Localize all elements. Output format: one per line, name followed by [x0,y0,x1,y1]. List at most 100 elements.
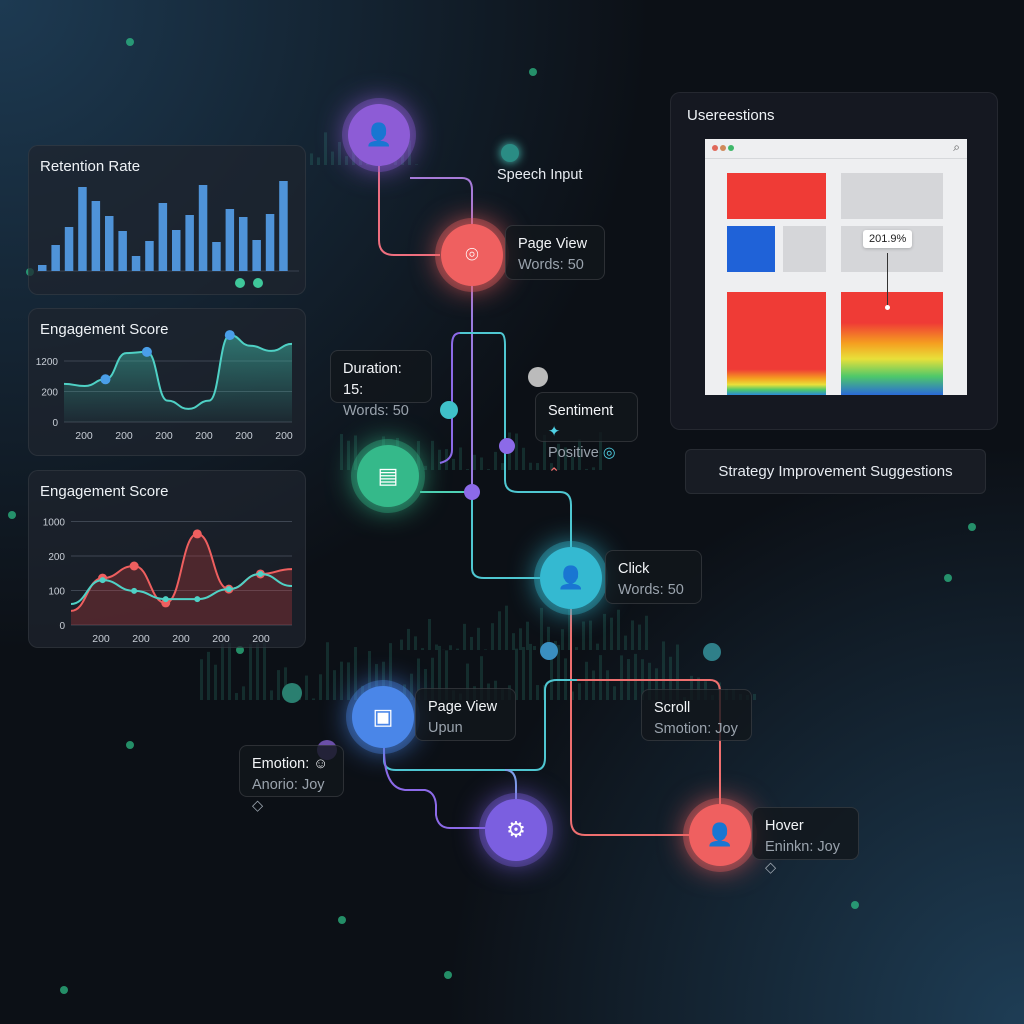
data-point[interactable] [224,330,235,341]
equalizer-bar [585,468,588,470]
equalizer-bar [533,646,536,650]
junction-dot[interactable] [440,401,458,419]
equalizer-bar [603,613,606,650]
data-point[interactable] [129,561,139,571]
equalizer-bar [466,469,469,470]
equalizer-bar [449,645,452,650]
x-tick-label: 200 [212,633,230,645]
equalizer-bar [589,620,592,650]
equalizer-bar [519,628,522,650]
junction-dot[interactable] [540,642,558,660]
retention-bar-chart [37,181,299,272]
junction-dot[interactable] [528,367,548,387]
equalizer-bar [403,684,406,700]
bar[interactable] [279,181,288,271]
equalizer-bar [354,647,357,700]
connector [570,608,690,836]
equalizer-bar [324,132,327,165]
equalizer-bar [200,659,203,700]
bar[interactable] [225,209,235,271]
window-close-dot[interactable] [712,145,718,151]
bar[interactable] [239,217,248,271]
user-node[interactable]: 👤 [348,104,410,166]
window-min-dot[interactable] [720,145,726,151]
hover-node[interactable]: 👤 [689,804,751,866]
bar[interactable] [118,231,127,271]
click-node[interactable]: 👤 [540,547,602,609]
data-point[interactable] [131,587,138,594]
equalizer-bar [242,686,245,700]
junction-dot[interactable] [499,438,515,454]
x-tick-label: 200 [195,430,213,442]
search-icon[interactable]: ⌕ [953,140,960,154]
bar[interactable] [91,201,101,271]
swap-icon: ◎ [602,445,616,461]
junction-dot[interactable] [464,484,480,500]
bar[interactable] [212,242,221,271]
bar[interactable] [252,240,261,271]
user-icon: 👤 [365,122,393,147]
equalizer-bar [417,441,420,470]
equalizer-bar [620,655,623,700]
area-fill [64,335,292,422]
equalizer-bar [571,691,574,700]
equalizer-bar [697,677,700,700]
equalizer-bar [310,153,313,165]
equalizer-bar [557,644,560,700]
bar[interactable] [158,203,168,271]
panel-title: Engagement Score [40,321,169,338]
data-point[interactable] [194,596,201,603]
bar[interactable] [38,265,47,271]
panel-title: Retention Rate [40,158,141,175]
heat-block [783,226,826,272]
diamond-icon: ◇ [252,798,264,814]
bar[interactable] [51,245,60,271]
data-point[interactable] [162,596,169,603]
window-max-dot[interactable] [728,145,734,151]
bar[interactable] [265,214,275,271]
equalizer-bar [408,140,411,165]
x-tick-label: 200 [252,633,270,645]
equalizer-bar [505,605,508,650]
document-node[interactable]: ▤ [357,445,419,507]
junction-dot[interactable] [282,683,302,703]
card-sub: Eninkn: Joy [765,839,840,855]
settings-node[interactable]: ⚙ [485,799,547,861]
pager-dot[interactable] [253,278,263,288]
bar[interactable] [172,230,181,271]
data-point[interactable] [225,586,232,593]
browser-toolbar: ⌕ [705,139,967,159]
speech-dot[interactable] [501,144,519,162]
equalizer-bar [452,458,455,470]
page-view-node[interactable]: ⌾ [441,224,503,286]
bar[interactable] [78,187,87,271]
card-title: Sentiment [548,403,614,419]
bar[interactable] [131,256,141,271]
data-point[interactable] [192,529,202,539]
bar[interactable] [145,241,154,271]
data-point[interactable] [100,374,111,385]
particle [236,646,244,654]
pager-dot[interactable] [235,278,245,288]
strategy-improvement-button[interactable]: Strategy Improvement Suggestions [685,449,986,494]
data-point[interactable] [99,577,106,584]
equalizer-bar [536,463,539,470]
connector [504,769,517,800]
bar[interactable] [198,185,208,271]
equalizer-bar [529,462,532,470]
bar[interactable] [185,215,194,271]
tooltip-anchor[interactable] [885,305,890,310]
tooltip-line [887,253,888,307]
bar[interactable] [105,216,114,271]
bar[interactable] [64,227,74,271]
junction-dot[interactable] [703,643,721,661]
data-point[interactable] [257,570,264,577]
equalizer-bar [415,164,418,165]
card-title: Duration: 15: [343,361,402,398]
page-view-node-2[interactable]: ▣ [352,686,414,748]
particle [444,971,452,979]
equalizer-bar [228,642,231,700]
data-point[interactable] [141,346,152,357]
